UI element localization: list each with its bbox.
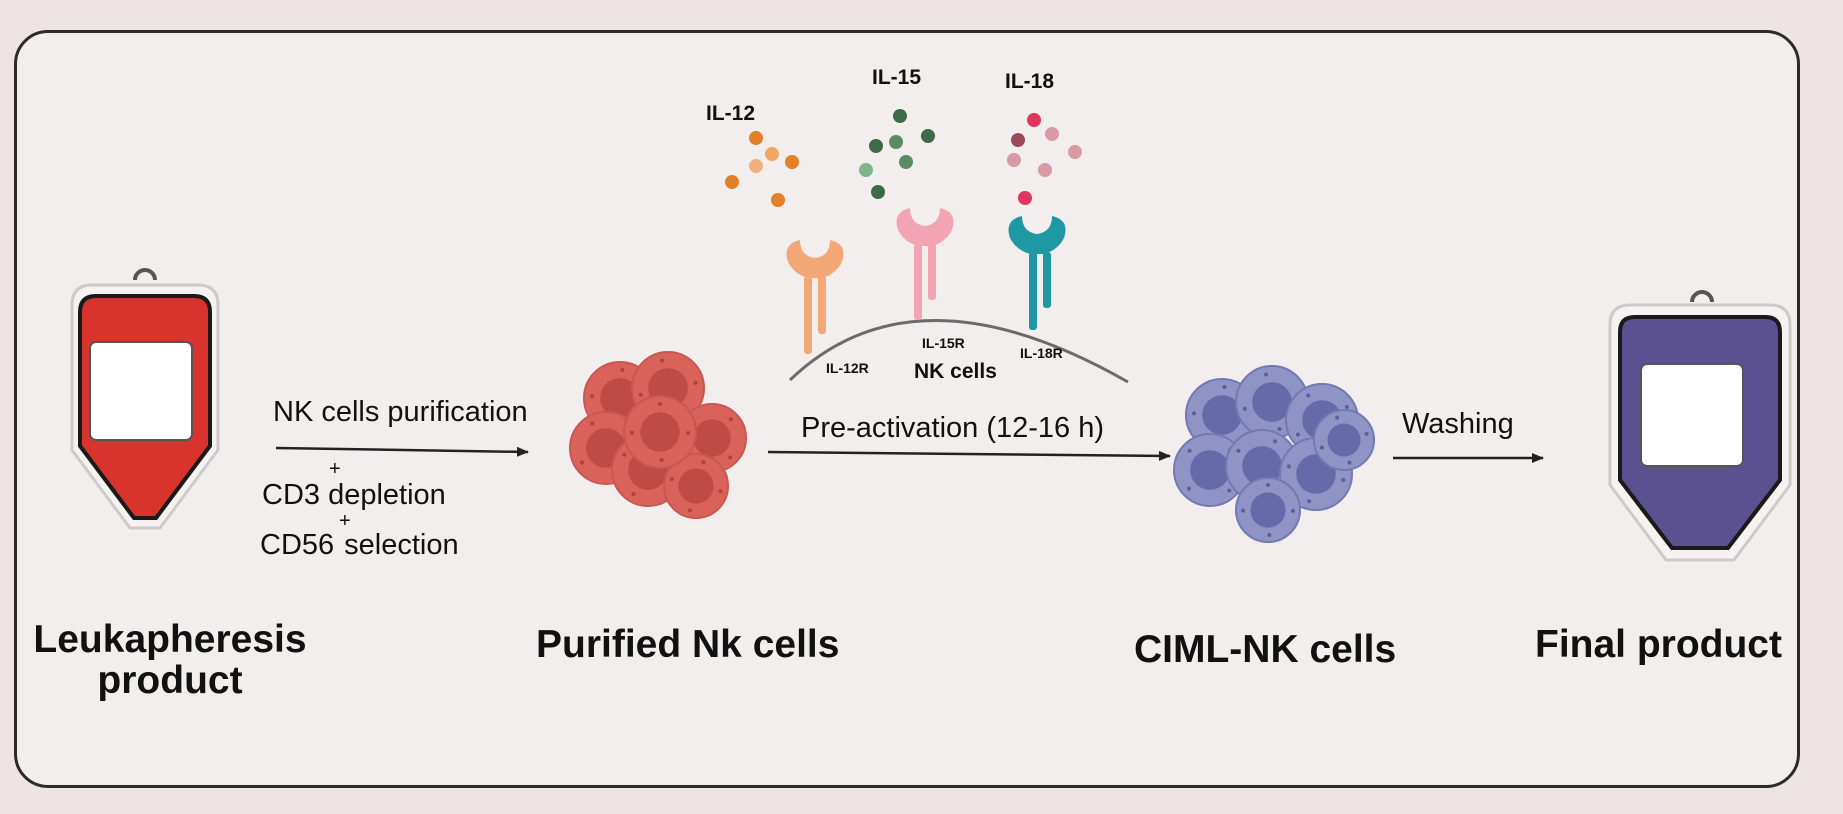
cell <box>1235 477 1301 543</box>
cd3-depletion-text: depletion <box>320 479 446 511</box>
il18r-label: IL-18R <box>1020 345 1063 361</box>
final-product-bag-icon <box>1608 290 1792 562</box>
stage-label-ciml: CIML-NK cells <box>1134 628 1397 671</box>
stage-label-purified: Purified Nk cells <box>536 623 840 666</box>
stage-label-final: Final product <box>1535 623 1782 666</box>
cell <box>663 453 729 519</box>
il12r-label: IL-12R <box>826 360 869 376</box>
il18-label: IL-18 <box>1005 70 1055 93</box>
cd3-text: CD3 <box>262 479 321 511</box>
purification-label: NK cells purification <box>273 396 528 428</box>
preactivation-arrow <box>767 450 1171 461</box>
il15-particles <box>859 109 935 199</box>
cd56-selection-text: selection <box>344 529 459 561</box>
nk-cell-membrane <box>788 319 1129 384</box>
cd56-selection-label: CD56 selection <box>260 529 459 562</box>
cd56-superscript: + <box>339 510 351 532</box>
il15-label: IL-15 <box>872 66 922 89</box>
il12-particles <box>725 131 799 207</box>
cell <box>1313 409 1375 471</box>
ciml-nk-cell-cluster <box>1173 365 1375 543</box>
il15-receptor-icon <box>896 208 954 320</box>
leukapheresis-bag-icon <box>70 268 220 530</box>
washing-label: Washing <box>1402 408 1514 440</box>
stage-label-leukapheresis-line2: product <box>97 658 243 702</box>
il15r-label: IL-15R <box>922 335 965 351</box>
nk-cells-membrane-label: NK cells <box>914 360 997 383</box>
il12-receptor-icon <box>786 240 844 354</box>
il12-label: IL-12 <box>706 102 756 125</box>
il18-receptor-icon <box>1008 216 1066 330</box>
purified-nk-cell-cluster <box>569 351 747 519</box>
preactivation-label: Pre-activation (12-16 h) <box>801 412 1105 444</box>
cd3-depletion-label: CD3 depletion <box>262 479 446 512</box>
stage-label-leukapheresis: Leukapheresis product <box>20 618 320 702</box>
stage-label-leukapheresis-line1: Leukapheresis <box>33 618 307 661</box>
cd56-text: CD56 <box>260 529 335 561</box>
purification-arrow <box>275 446 529 457</box>
cell <box>623 395 697 469</box>
cd3-superscript: + <box>329 458 341 480</box>
il18-particles <box>1007 113 1082 205</box>
